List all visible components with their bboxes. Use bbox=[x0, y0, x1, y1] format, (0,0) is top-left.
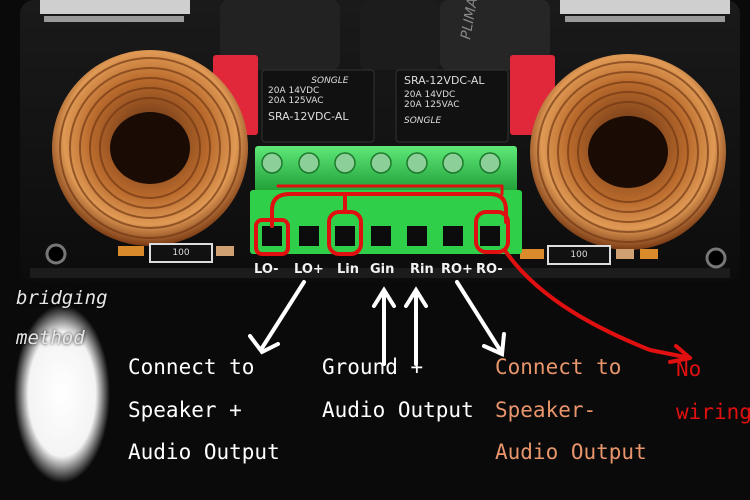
resistor-right-label: 100 bbox=[570, 250, 588, 260]
mount-hole-left bbox=[45, 243, 67, 265]
capacitor-label: PLIMA bbox=[458, 0, 481, 41]
speaker-plus-line2: Speaker + bbox=[128, 398, 242, 422]
pin-label-lo-minus: LO- bbox=[254, 262, 279, 277]
toroid-coil-left bbox=[52, 50, 248, 246]
heatsink-right bbox=[560, 0, 730, 22]
glow-blob bbox=[14, 305, 110, 483]
pin-label-ro-minus: RO- bbox=[476, 262, 503, 277]
pin-label-ro-plus: RO+ bbox=[441, 262, 473, 277]
ground-line2: Audio Output bbox=[322, 398, 474, 422]
resistor-left-label: 100 bbox=[172, 248, 190, 258]
toroid-coil-right bbox=[530, 54, 726, 250]
capacitor-left bbox=[220, 0, 340, 70]
pin-label-rin: Rin bbox=[410, 262, 434, 277]
speaker-minus-line1: Connect to bbox=[495, 355, 622, 379]
relay-right-line2: 20A 125VAC bbox=[404, 100, 460, 110]
relay-left-line2: 20A 125VAC bbox=[268, 96, 324, 106]
heatsink-left bbox=[40, 0, 190, 22]
no-wiring-line1: No bbox=[676, 357, 702, 381]
relay-right-line1: 20A 14VDC bbox=[404, 90, 456, 100]
method-label-line1: bridging bbox=[16, 287, 108, 309]
pin-label-lin: Lin bbox=[337, 262, 359, 277]
mount-hole-right bbox=[705, 247, 727, 269]
arrows bbox=[248, 280, 506, 366]
relay-right-brand: SONGLE bbox=[404, 116, 442, 126]
relay-left bbox=[261, 69, 375, 143]
relay-left-brand: SONGLE bbox=[311, 76, 349, 86]
pin-label-lo-plus: LO+ bbox=[294, 262, 324, 277]
relay-left-line1: 20A 14VDC bbox=[268, 86, 320, 96]
method-label-line2: method bbox=[16, 327, 85, 349]
speaker-minus-line2: Speaker- bbox=[495, 398, 597, 422]
no-wiring-line2: wiring bbox=[676, 400, 750, 424]
relay-left-model: SRA-12VDC-AL bbox=[268, 110, 349, 123]
relay-left-text: SONGLE 20A 14VDC 20A 125VAC SRA-12VDC-AL bbox=[268, 76, 349, 122]
capacitor-right bbox=[440, 0, 550, 70]
relay-right-model: SRA-12VDC-AL bbox=[404, 74, 485, 87]
relay-right-text: SRA-12VDC-AL 20A 14VDC 20A 125VAC SONGLE bbox=[404, 74, 485, 126]
pin-label-gin: Gin bbox=[370, 262, 395, 277]
speaker-plus-line3: Audio Output bbox=[128, 440, 280, 464]
relay-right bbox=[395, 69, 509, 143]
speaker-plus-line1: Connect to bbox=[128, 355, 255, 379]
speaker-minus-line3: Audio Output bbox=[495, 440, 647, 464]
ground-line1: Ground + bbox=[322, 355, 424, 379]
bridging-wire-drawing bbox=[254, 184, 692, 364]
capacitor-mid bbox=[360, 0, 440, 70]
terminal-block bbox=[250, 146, 522, 254]
